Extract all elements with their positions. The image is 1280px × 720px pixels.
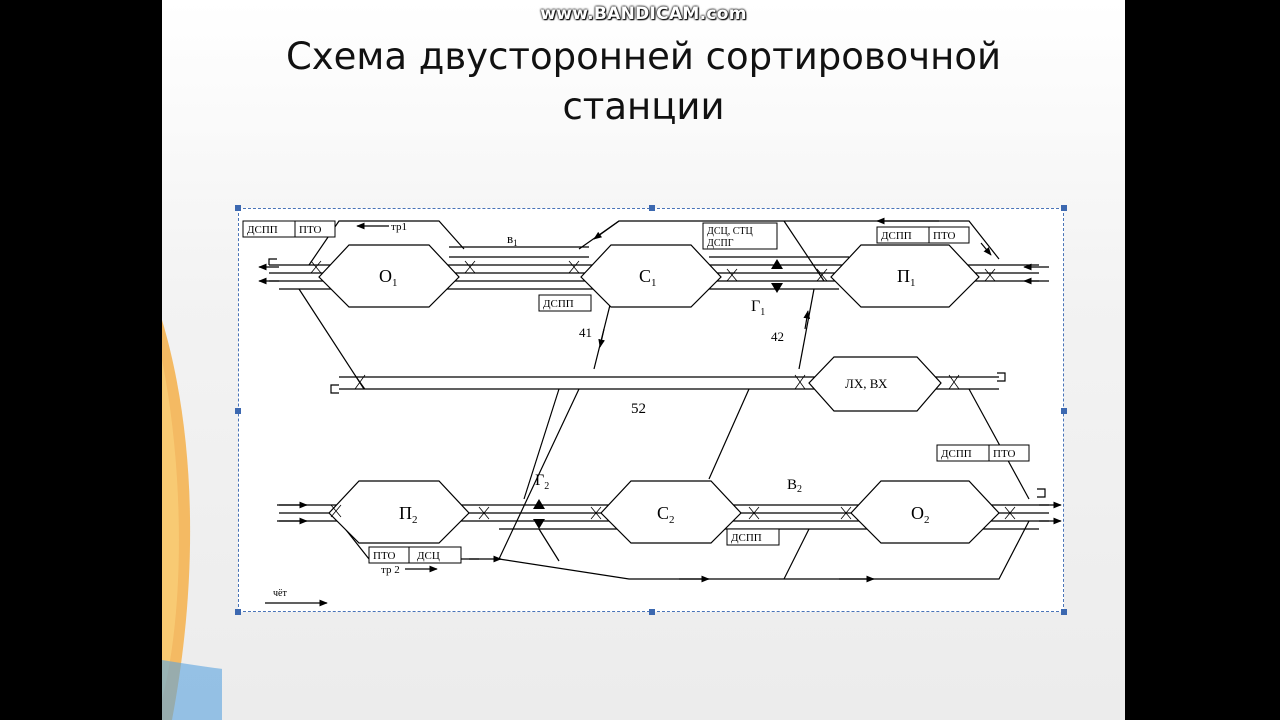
resize-handle-tl[interactable] [235, 205, 241, 211]
box-pto-right [988, 444, 1030, 462]
slide: www.BANDICAM.com Схема двусторонней сорт… [162, 0, 1125, 720]
switch-6 [984, 268, 996, 282]
switch-4 [726, 268, 738, 282]
park-p2 [328, 480, 470, 544]
stopper-mid-left [330, 384, 339, 394]
label-52: 52 [631, 401, 646, 417]
text-dsc-top: ДСЦ, СТЦ [707, 226, 753, 237]
box-dspp-mid-top [538, 294, 592, 312]
label-chet: чёт [273, 588, 287, 599]
text-pto-right: ПТО [993, 448, 1016, 460]
bypass-bot [498, 520, 1030, 580]
switch-13 [748, 506, 760, 520]
park-c2 [600, 480, 742, 544]
stopper-mid-right [997, 372, 1006, 382]
label-tp1: тр1 [391, 221, 407, 233]
text-dspp-mid-top: ДСПП [543, 298, 574, 310]
text-dspg-top: ДСПГ [707, 238, 734, 249]
slide-title: Схема двусторонней сортировочной станции [162, 32, 1125, 132]
box-dsc-bottom [408, 546, 462, 564]
hump-g2-down [533, 519, 545, 529]
hump-g1-down [771, 283, 783, 293]
switch-9 [948, 374, 960, 390]
resize-handle-tr[interactable] [1061, 205, 1067, 211]
label-v2: В2 [787, 477, 802, 495]
switch-15 [1004, 506, 1016, 520]
label-v1: в1 [507, 231, 518, 248]
text-pto-top-left: ПТО [299, 224, 322, 236]
text-dspp-top-left: ДСПП [247, 224, 278, 236]
park-c1 [580, 244, 722, 308]
arrow-top-right [980, 242, 992, 256]
text-dsc-bottom: ДСЦ [417, 550, 440, 562]
switch-14 [840, 506, 852, 520]
park-lx-label: ЛХ, ВХ [845, 376, 888, 391]
hump-g2-up [533, 499, 545, 509]
text-pto-bottom: ПТО [373, 550, 396, 562]
arrow-bypass-top [593, 220, 620, 240]
resize-handle-mr[interactable] [1061, 408, 1067, 414]
arrow-42 [803, 310, 811, 330]
resize-handle-tm[interactable] [649, 205, 655, 211]
diag-52-c2b [498, 388, 580, 560]
label-tp2: тр 2 [381, 564, 400, 576]
label-g2: Г2 [535, 472, 549, 492]
park-c1-label: С1 [639, 266, 657, 289]
switch-10 [330, 504, 342, 518]
arrow-41 [598, 328, 605, 348]
label-41: 41 [579, 325, 592, 340]
box-pto-top-left [294, 220, 336, 238]
resize-handle-bm[interactable] [649, 609, 655, 615]
hump-g1-up [771, 259, 783, 269]
diag-o1-52 [298, 288, 365, 390]
park-o2 [850, 480, 1000, 544]
box-dspp-bottom [726, 528, 780, 546]
diag-42 [798, 288, 815, 370]
diag-bot-dspp [783, 528, 810, 580]
switch-2 [464, 260, 476, 274]
title-line-1: Схема двусторонней сортировочной [285, 35, 1002, 78]
slide-decoration [162, 320, 222, 720]
stopper-top-left [268, 258, 277, 265]
park-p1-label: П1 [897, 266, 916, 289]
diag-52-g2 [523, 388, 560, 500]
park-p1 [830, 244, 980, 308]
diag-52-right [968, 388, 1030, 500]
text-dspp-bottom: ДСПП [731, 532, 762, 544]
label-42: 42 [771, 329, 784, 344]
park-o1-label: О1 [379, 266, 398, 289]
station-diagram: О1 С1 П1 П2 С2 О2 ЛХ, ВХ [242, 217, 1062, 607]
bypass-top-left [308, 220, 465, 266]
text-dspp-top-right: ДСПП [881, 230, 912, 242]
text-dspp-right: ДСПП [941, 448, 972, 460]
resize-handle-bl[interactable] [235, 609, 241, 615]
switch-1 [310, 260, 322, 274]
label-g1: Г1 [751, 298, 765, 318]
title-line-2: станции [562, 85, 725, 128]
box-dsc-top [702, 222, 778, 250]
resize-handle-br[interactable] [1061, 609, 1067, 615]
park-o2-label: О2 [911, 503, 930, 526]
diag-52-c2 [708, 388, 750, 480]
switch-7 [354, 374, 366, 390]
switch-8 [794, 374, 806, 390]
box-pto-top-right [928, 226, 970, 244]
diag-bot-o2 [538, 528, 560, 562]
watermark: www.BANDICAM.com [540, 4, 747, 24]
park-c2-label: С2 [657, 503, 675, 526]
switch-12 [590, 506, 602, 520]
park-p2-label: П2 [399, 503, 418, 526]
diag-top-right [783, 220, 825, 282]
park-lx [808, 356, 942, 412]
resize-handle-ml[interactable] [235, 408, 241, 414]
switch-5 [816, 268, 828, 282]
switch-11 [478, 506, 490, 520]
park-o1 [318, 244, 460, 308]
diagram-figure[interactable]: О1 С1 П1 П2 С2 О2 ЛХ, ВХ [235, 205, 1067, 615]
text-pto-top-right: ПТО [933, 230, 956, 242]
stopper-bot-right [1037, 488, 1046, 498]
switch-3 [568, 260, 580, 274]
